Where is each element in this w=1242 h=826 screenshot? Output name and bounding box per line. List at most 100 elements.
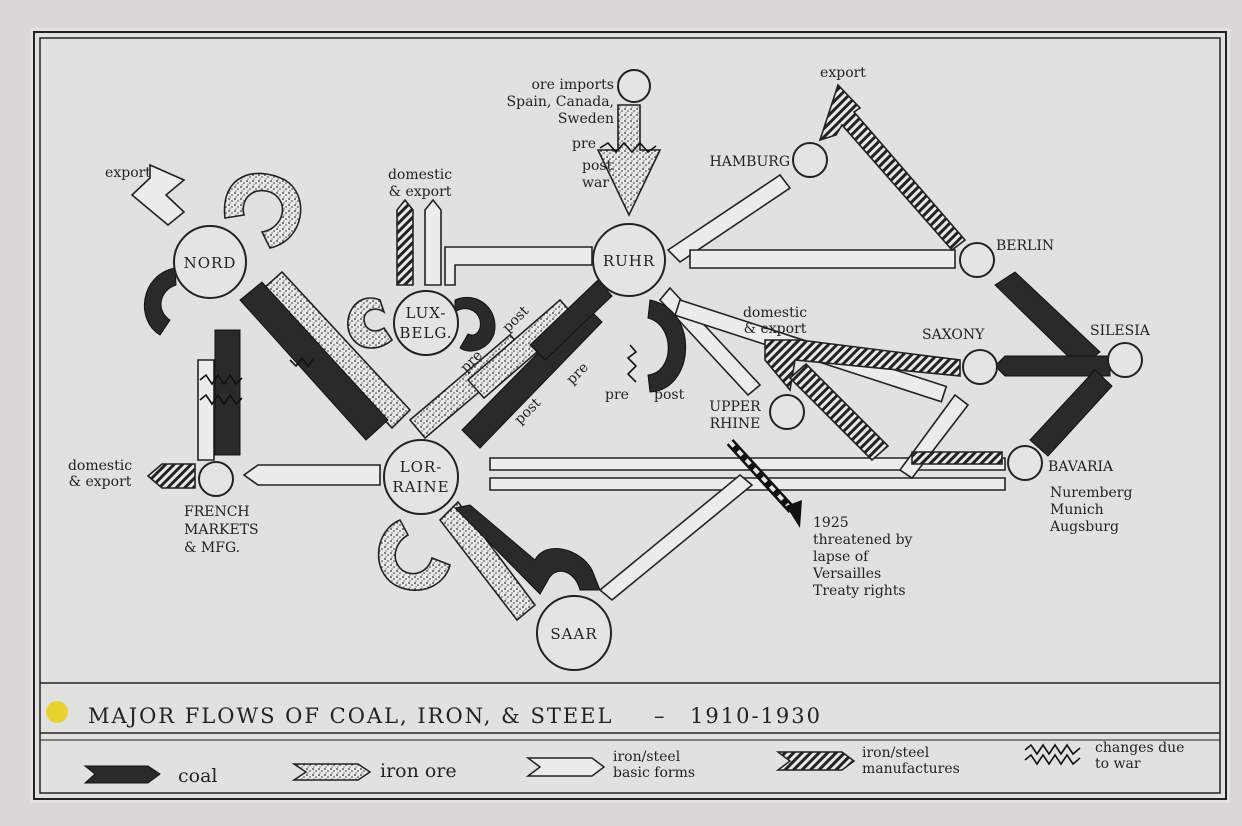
flow-basic-saar-bav	[598, 473, 754, 602]
manufactures-flows	[146, 83, 1003, 489]
label-domestic-french-1: domestic	[68, 458, 132, 474]
label-ore-imports-2: Spain, Canada,	[507, 94, 614, 110]
legend-mfg-label-2: manufactures	[862, 761, 960, 777]
flow-basic-lor-french	[242, 464, 381, 486]
label-pre-ruhr-coal: pre	[605, 387, 629, 403]
label-french-3: & MFG.	[184, 540, 240, 556]
flow-coal-lux-loop	[454, 296, 496, 352]
label-silesia: SILESIA	[1090, 323, 1151, 339]
label-1925-3: lapse of	[813, 549, 870, 565]
legend-basic-swatch	[525, 757, 606, 777]
label-pre-ruhr: pre	[572, 136, 596, 152]
label-1925-4: Versailles	[812, 566, 881, 582]
flow-mfg-berlin-export	[818, 83, 967, 252]
label-bavaria-city-2: Munich	[1050, 502, 1104, 518]
svg-text:SAAR: SAAR	[550, 625, 597, 643]
flow-mfg-saxony-domestic	[764, 339, 961, 392]
flow-basic-nord-french	[197, 359, 215, 461]
label-ore-imports-1: ore imports	[531, 77, 614, 93]
flow-basic-nord-export	[130, 163, 186, 227]
flow-ore-nord-loop	[223, 172, 302, 249]
svg-text:RAINE: RAINE	[392, 478, 449, 496]
node-saar: SAAR	[536, 595, 612, 671]
flow-basic-ruhr-berlin	[689, 249, 956, 269]
node-bavaria	[1007, 445, 1043, 481]
flow-coal-silesia-bavaria	[1029, 369, 1113, 457]
svg-text:LUX-: LUX-	[406, 304, 447, 322]
inner-frame	[39, 37, 1221, 794]
node-hamburg	[792, 142, 828, 178]
flow-mfg-french-export	[146, 463, 196, 489]
svg-text:LOR-: LOR-	[400, 458, 443, 476]
flow-coal-ruhr-lux	[529, 279, 613, 361]
stain-dot	[46, 701, 68, 723]
war-change-marks	[199, 141, 657, 406]
legend-changes-label-1: changes due	[1095, 740, 1184, 756]
label-saxony: SAXONY	[922, 327, 985, 343]
node-saxony	[962, 349, 998, 385]
label-post-ruhr: post	[582, 158, 613, 174]
flow-coal-berlin-silesia	[994, 271, 1101, 369]
flow-mfg-saxony-lor	[788, 362, 890, 462]
label-bavaria: BAVARIA	[1048, 459, 1114, 475]
flow-coal-ruhr-loop	[647, 299, 687, 393]
node-silesia	[1107, 342, 1143, 378]
caption-years: 1910-1930	[690, 704, 822, 728]
legend-ore-label: iron ore	[380, 760, 457, 782]
node-ore-imports	[617, 69, 651, 103]
legend: coal iron ore iron/steel basic forms iro…	[83, 740, 1184, 787]
outer-frame	[33, 31, 1227, 800]
flow-basic-lux-domestic	[424, 198, 442, 286]
flow-ore-lux-loop	[347, 297, 394, 349]
flow-mfg-lux-export	[396, 198, 414, 286]
svg-text:NORD: NORD	[184, 254, 237, 272]
label-1925-1: 1925	[813, 515, 849, 531]
node-french-markets	[198, 461, 234, 497]
legend-basic-label-1: iron/steel	[613, 749, 681, 765]
label-upper-rhine-1: UPPER	[709, 399, 761, 415]
label-export-east: export	[820, 65, 866, 81]
flow-mfg-bav-bavaria	[911, 451, 1003, 465]
flow-ore-lorraine-saar	[438, 500, 537, 622]
iron-ore-flows	[223, 104, 662, 622]
node-lux-belg: LUX- BELG.	[393, 290, 459, 356]
label-hamburg: HAMBURG	[710, 154, 790, 170]
flow-basic-ruhr-hamburg	[666, 173, 792, 264]
legend-basic-label-2: basic forms	[613, 765, 695, 781]
label-war-ruhr: war	[582, 175, 609, 191]
upper-rhine-route	[726, 438, 802, 528]
label-domestic-saxony-1: domestic	[743, 305, 807, 321]
legend-changes-label-2: to war	[1095, 756, 1141, 772]
label-berlin: BERLIN	[996, 238, 1054, 254]
node-lorraine: LOR- RAINE	[383, 439, 459, 515]
node-nord: NORD	[173, 225, 247, 299]
flow-coal-nord-french	[214, 329, 241, 456]
label-french-2: MARKETS	[184, 522, 259, 538]
node-ruhr: RUHR	[592, 223, 666, 297]
flow-ore-lorraine-saar-loop	[377, 518, 451, 591]
node-upper-rhine	[769, 394, 805, 430]
legend-ore-swatch	[291, 763, 372, 781]
flow-basic-ruhr-lux	[444, 246, 593, 286]
coal-flows	[144, 267, 1113, 595]
legend-coal-label: coal	[178, 765, 217, 787]
legend-coal-swatch	[83, 765, 161, 784]
flow-coal-nord-loop	[144, 267, 177, 336]
label-export-nord: export	[105, 165, 151, 181]
map-labels: export domestic & export ore imports Spa…	[68, 65, 1151, 599]
flow-coal-nord-lorraine	[239, 281, 389, 441]
svg-text:BELG.: BELG.	[399, 324, 452, 342]
label-french-1: FRENCH	[184, 504, 250, 520]
label-domestic-french-2: & export	[69, 474, 132, 490]
label-1925-2: threatened by	[813, 532, 913, 548]
flow-coal-saar-loop	[453, 504, 601, 595]
label-post-ruhr-coal: post	[654, 387, 685, 403]
label-domestic-saxony-2: & export	[744, 321, 807, 337]
label-ore-imports-3: Sweden	[558, 111, 614, 127]
legend-mfg-swatch	[775, 751, 856, 771]
label-bavaria-city-1: Nuremberg	[1050, 485, 1132, 501]
caption-dash: –	[654, 704, 667, 728]
label-domestic-lux-1: domestic	[388, 167, 452, 183]
